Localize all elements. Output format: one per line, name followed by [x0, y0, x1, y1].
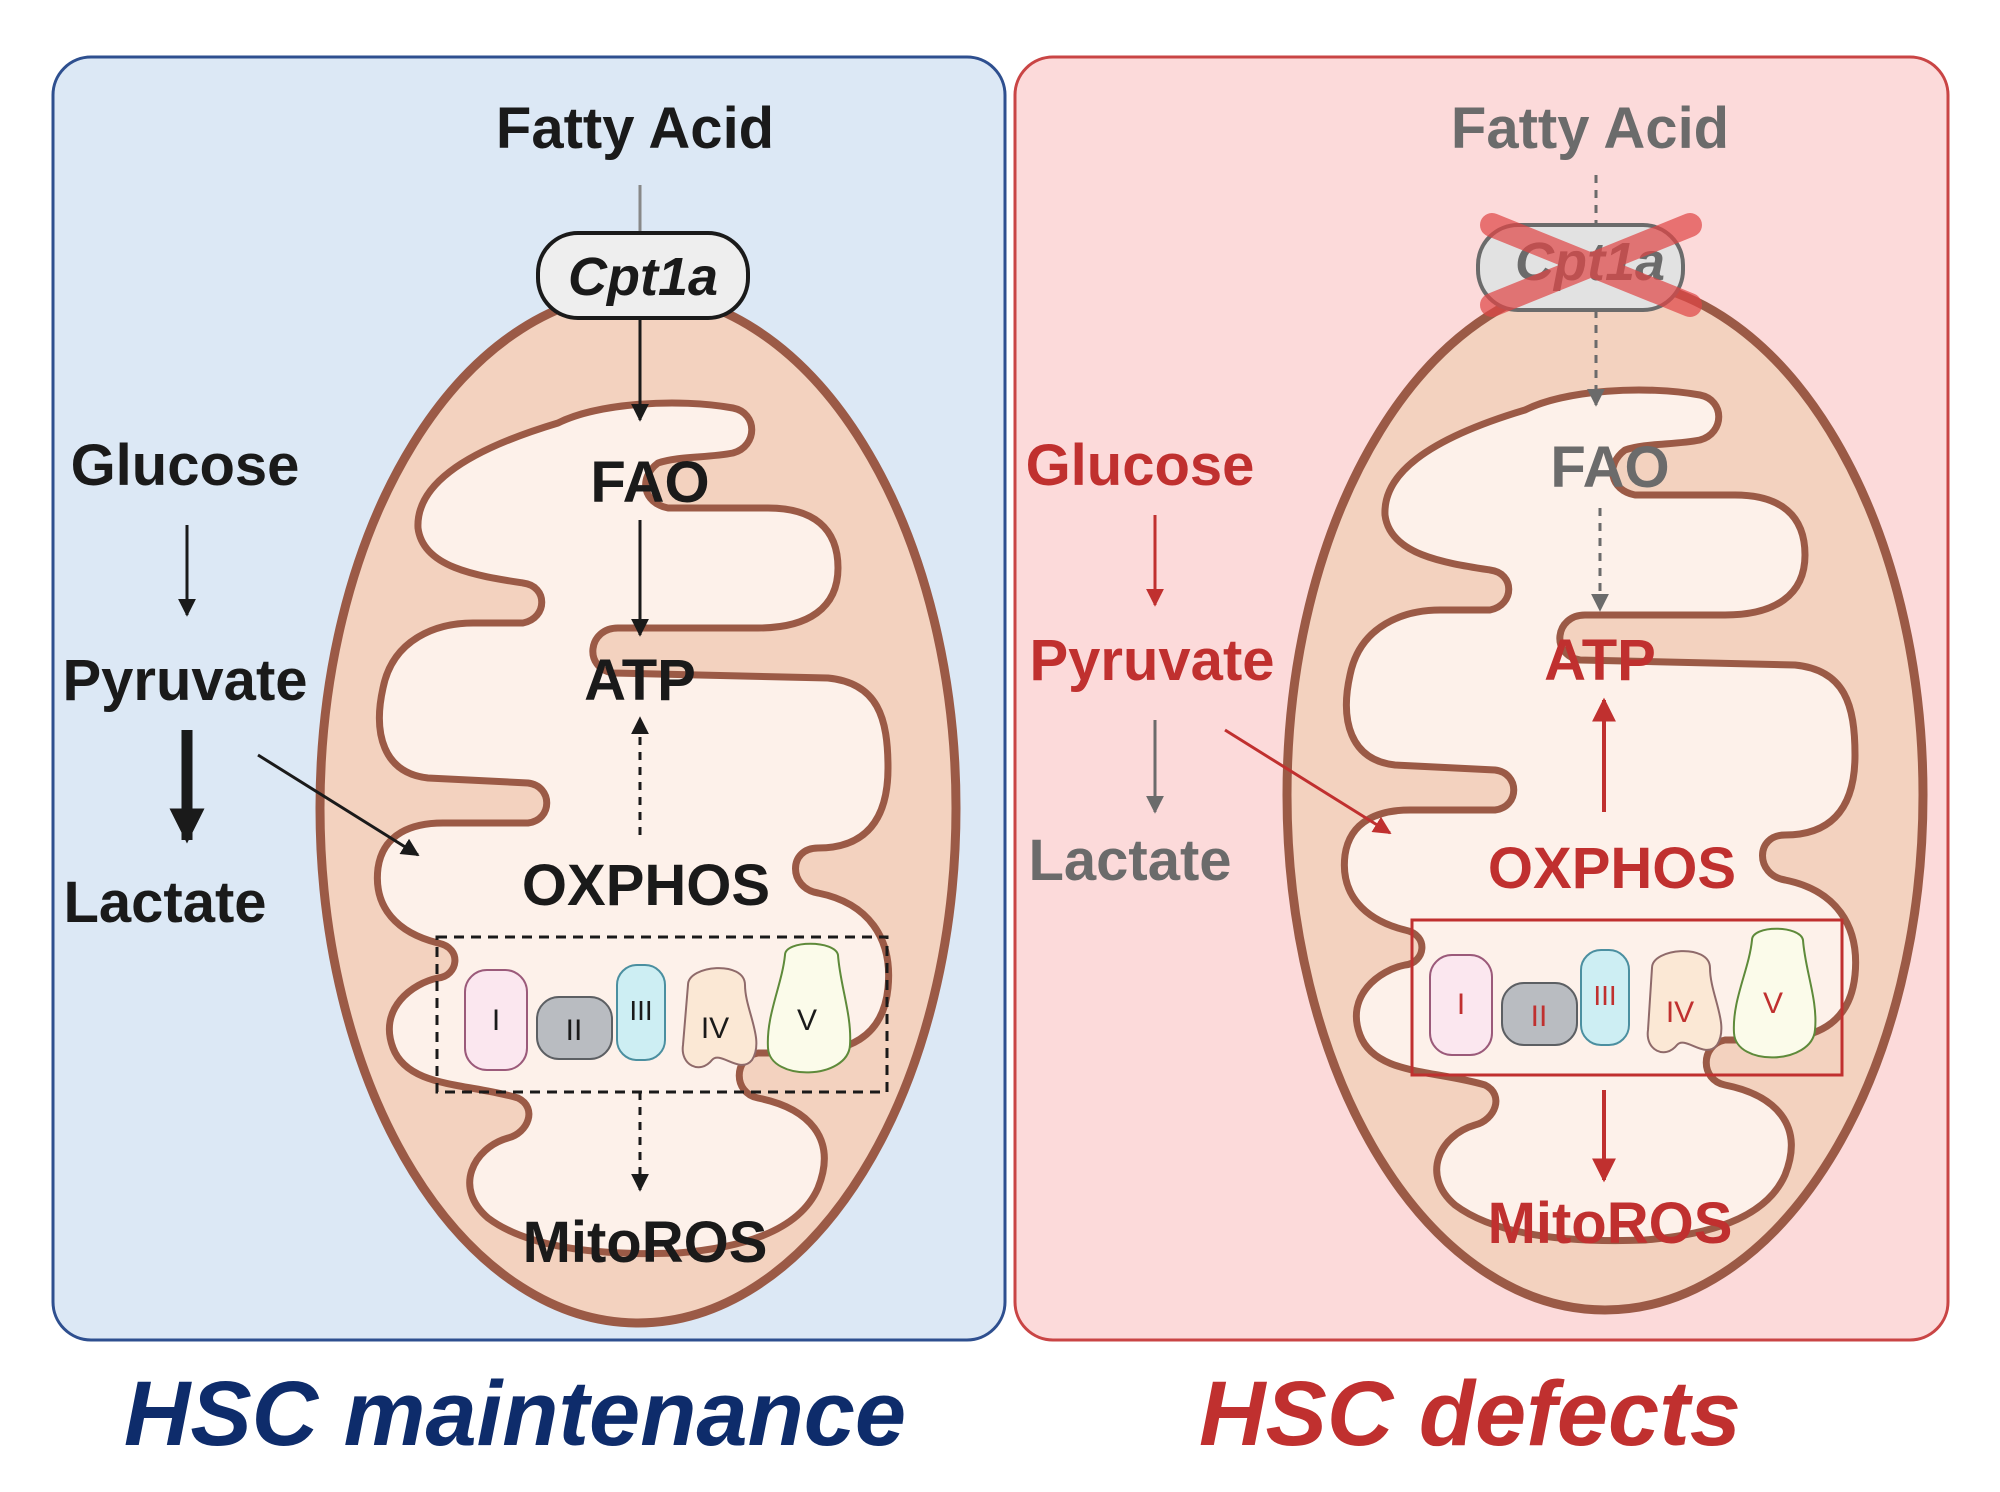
left-oxphos-label: OXPHOS [522, 853, 770, 918]
svg-text:IV: IV [701, 1012, 729, 1045]
left-cpt1a-badge: Cpt1a [536, 231, 750, 320]
left-complex-i: I [464, 969, 528, 1071]
right-glucose-label: Glucose [1026, 433, 1255, 498]
left-complex-v: V [766, 942, 852, 1074]
left-mitochondrion [320, 293, 956, 1323]
svg-text:II: II [1531, 1000, 1548, 1033]
svg-text:V: V [1763, 987, 1783, 1020]
right-pyruvate-label: Pyruvate [1029, 628, 1274, 693]
left-complex-ii: II [536, 996, 613, 1060]
left-arrow-pyruvate-mito [257, 753, 420, 857]
left-etc-box [435, 935, 889, 1094]
right-panel: Fatty Acid Cpt1a FAO ATP OXPHOS I II I [1013, 55, 1950, 1465]
svg-text:I: I [492, 1004, 500, 1037]
left-panel: Fatty Acid Cpt1a FAO ATP OXPHOS I II III… [51, 55, 1007, 1465]
right-complex-iv: IV [1646, 950, 1723, 1054]
right-complex-v: V [1732, 927, 1817, 1059]
left-cpt1a-label: Cpt1a [568, 247, 718, 307]
right-complex-i: I [1429, 954, 1493, 1056]
right-mitoros-label: MitoROS [1488, 1191, 1733, 1256]
left-fatty-acid-label: Fatty Acid [496, 96, 774, 161]
right-etc-box [1410, 918, 1844, 1077]
svg-text:I: I [1457, 988, 1465, 1021]
right-lactate-label: Lactate [1028, 828, 1231, 893]
left-fao-label: FAO [590, 450, 709, 515]
svg-text:IV: IV [1666, 996, 1694, 1029]
right-complex-ii: II [1501, 982, 1578, 1046]
left-caption: HSC maintenance [124, 1363, 906, 1465]
inhibition-cross-icon [1480, 213, 1702, 317]
svg-text:III: III [629, 995, 652, 1026]
right-fatty-acid-label: Fatty Acid [1451, 96, 1729, 161]
right-cpt1a-badge: Cpt1a [1476, 213, 1702, 317]
svg-text:III: III [1593, 980, 1616, 1011]
right-atp-label: ATP [1544, 628, 1656, 693]
right-complex-iii: III [1580, 949, 1630, 1046]
svg-text:V: V [797, 1004, 817, 1037]
left-glucose-label: Glucose [71, 433, 300, 498]
left-mitoros-label: MitoROS [523, 1210, 768, 1275]
left-atp-label: ATP [584, 648, 696, 713]
right-fao-label: FAO [1550, 435, 1669, 500]
left-lactate-label: Lactate [63, 870, 266, 935]
right-oxphos-label: OXPHOS [1488, 836, 1736, 901]
svg-text:II: II [566, 1014, 583, 1047]
left-complex-iii: III [616, 964, 666, 1061]
left-pyruvate-label: Pyruvate [62, 648, 307, 713]
right-caption: HSC defects [1199, 1363, 1741, 1465]
right-arrow-pyruvate-mito [1224, 728, 1392, 835]
left-complex-iv: IV [681, 967, 758, 1069]
